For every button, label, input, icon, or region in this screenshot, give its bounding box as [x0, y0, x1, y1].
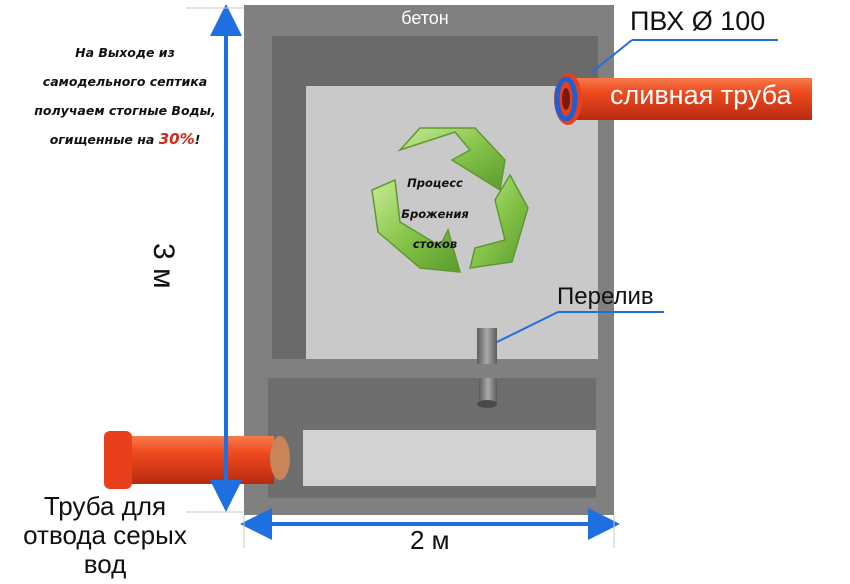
width-label: 2 м [410, 525, 450, 555]
outlet-pipe [104, 431, 290, 489]
outlet-pipe-label: Труба для отвода серых вод [23, 491, 187, 579]
drain-pipe-label: сливная труба [610, 80, 792, 110]
outlet-pipe-collar [104, 431, 132, 489]
process-text-line-2: Брожения [401, 207, 469, 221]
pvc-leader-line [591, 39, 633, 73]
result-note: На Выходе из самодельного септика получа… [30, 38, 220, 154]
drain-pipe-seal-ring [554, 76, 578, 122]
process-text-line-1: Процесс [407, 176, 463, 190]
result-note-text: На Выходе из самодельного септика получа… [34, 45, 216, 147]
outlet-pipe-body [110, 436, 274, 484]
result-note-end: ! [194, 132, 201, 147]
height-label: 3 м [147, 243, 180, 289]
settling-chamber-inner [303, 430, 596, 486]
drain-pipe-opening [562, 88, 570, 110]
result-note-percent: 30% [158, 130, 195, 148]
pvc-spec-label: ПВХ Ø 100 [630, 6, 766, 36]
recycle-icon [371, 127, 529, 273]
overflow-pipe [477, 328, 497, 408]
overflow-leader-line [496, 311, 559, 343]
overflow-pipe-outlet [477, 400, 497, 408]
process-text-line-3: стоков [412, 237, 458, 251]
overflow-pipe-lower [479, 378, 497, 404]
overflow-pipe-upper [477, 328, 497, 364]
overflow-label: Перелив [557, 283, 654, 310]
outlet-pipe-end [270, 436, 290, 480]
material-label: бетон [401, 8, 449, 28]
drain-pipe [554, 73, 812, 125]
drain-pipe-body [572, 78, 812, 120]
